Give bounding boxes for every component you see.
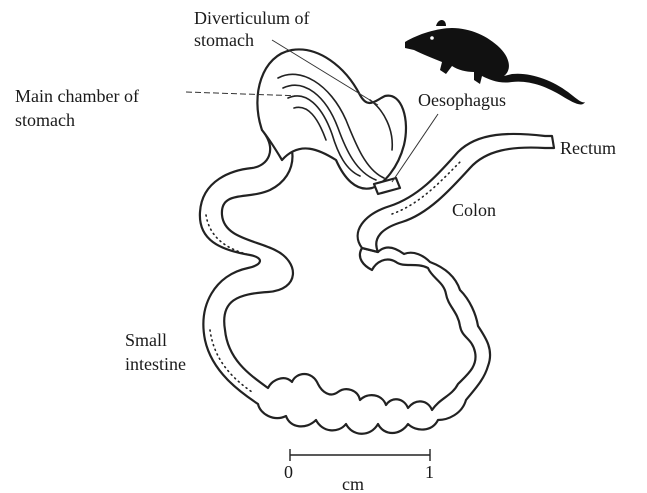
small-intestine-label-line1: Small xyxy=(125,330,167,350)
scale-unit-label: cm xyxy=(342,474,364,493)
main-chamber-label-line1: Main chamber of xyxy=(15,86,139,106)
colon-label: Colon xyxy=(452,200,496,220)
scale-end-label: 1 xyxy=(425,462,434,482)
small-intestine-label-line2: intestine xyxy=(125,354,186,374)
scale-start-label: 0 xyxy=(284,462,293,482)
oesophagus-label: Oesophagus xyxy=(418,90,506,110)
rectum-label: Rectum xyxy=(560,138,616,158)
main-chamber-label-line2: stomach xyxy=(15,110,75,130)
diverticulum-label-line1: Diverticulum of xyxy=(194,8,309,28)
scale-bar: 0 1 cm xyxy=(284,449,434,493)
diverticulum-label-line2: stomach xyxy=(194,30,254,50)
